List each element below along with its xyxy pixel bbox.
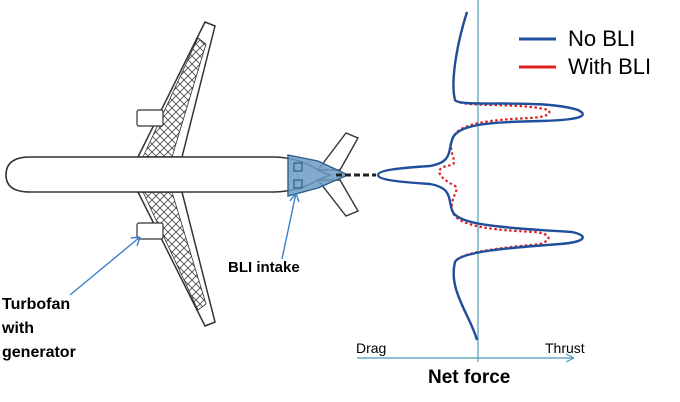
with-bli-curve bbox=[438, 11, 551, 341]
force-plot bbox=[357, 0, 584, 363]
annotation-arrows bbox=[69, 192, 300, 296]
bli-intake-shape bbox=[287, 154, 350, 197]
legend bbox=[519, 37, 556, 69]
no-bli-curve bbox=[376, 11, 584, 341]
aircraft bbox=[5, 21, 376, 327]
fuselage bbox=[5, 156, 333, 193]
bli-intake-label: BLI intake bbox=[228, 259, 300, 276]
net-force-arrowhead bbox=[565, 353, 575, 363]
bli-intake-inlet-upper bbox=[293, 162, 303, 172]
legend-with-bli-label: With BLI bbox=[568, 54, 652, 79]
legend-no-bli-label: No BLI bbox=[568, 26, 636, 51]
drag-label: Drag bbox=[356, 340, 387, 356]
turbofan-arrow bbox=[69, 236, 141, 296]
turbofan-label: Turbofan with generator bbox=[2, 296, 76, 361]
lower-engine bbox=[136, 222, 164, 240]
bli-intake-arrow bbox=[281, 192, 297, 260]
thrust-label: Thrust bbox=[545, 340, 585, 356]
bli-intake-inlet-lower bbox=[293, 179, 303, 189]
net-force-label: Net force bbox=[428, 367, 511, 388]
upper-engine bbox=[136, 109, 164, 127]
